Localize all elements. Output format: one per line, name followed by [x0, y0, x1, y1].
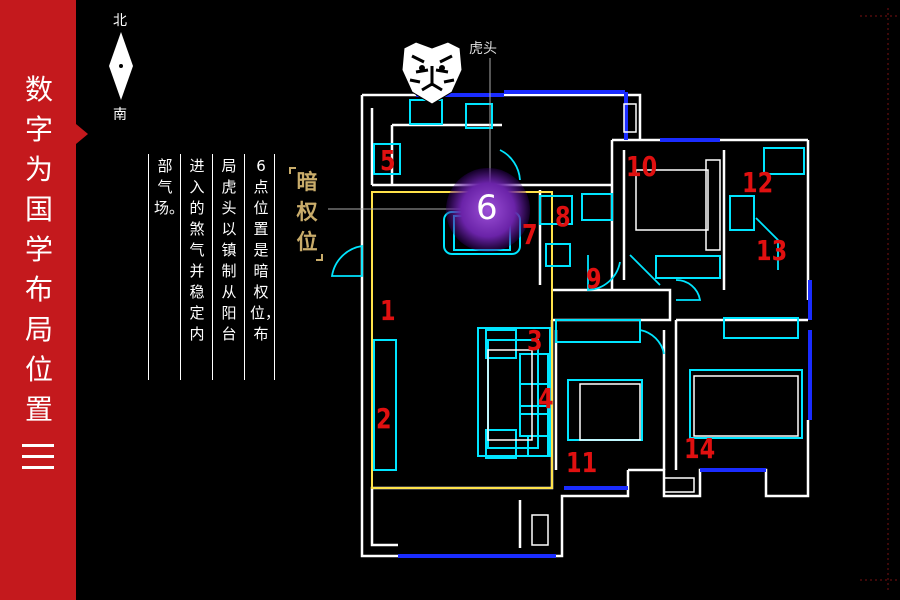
- room-number-8: 8: [555, 200, 571, 233]
- room-number-3: 3: [527, 324, 543, 357]
- divider: [244, 154, 245, 380]
- room-number-13: 13: [756, 234, 788, 267]
- room-number-11: 11: [566, 446, 598, 479]
- room-number-9: 9: [586, 262, 602, 295]
- sidebar-title: 数字为国学布局位置: [24, 73, 53, 426]
- room-number-12: 12: [742, 166, 774, 199]
- divider: [180, 154, 181, 380]
- sidebar-arrow: [76, 124, 88, 144]
- position-6-glow: [446, 168, 530, 252]
- room-number-6: 6: [476, 188, 498, 228]
- menu-icon[interactable]: [22, 444, 54, 477]
- description-col-4: 部气场。: [154, 157, 185, 217]
- room-number-2: 2: [376, 402, 392, 435]
- divider: [274, 154, 275, 380]
- divider: [212, 154, 213, 380]
- divider: [148, 154, 149, 380]
- description-col-3: 进入的煞气并稳定内: [189, 157, 205, 343]
- compass-south-label: 南: [113, 107, 127, 123]
- compass-icon: [109, 32, 133, 100]
- sidebar: 数字为国学布局位置: [0, 0, 76, 600]
- room-number-10: 10: [626, 150, 658, 183]
- room-number-5: 5: [380, 144, 396, 177]
- callout-label: 暗权位: [296, 169, 318, 254]
- description-col-2: 局虎头以镇制从阳台: [221, 157, 237, 343]
- tiger-head-icon: [401, 41, 463, 105]
- compass-north-label: 北: [113, 13, 127, 29]
- room-number-7: 7: [522, 218, 538, 251]
- tiger-label: 虎头: [469, 41, 497, 57]
- room-number-14: 14: [684, 432, 716, 465]
- room-number-4: 4: [538, 382, 554, 415]
- description-col-1: 6点位置是暗权位，布: [250, 157, 281, 343]
- room-number-1: 1: [380, 294, 396, 327]
